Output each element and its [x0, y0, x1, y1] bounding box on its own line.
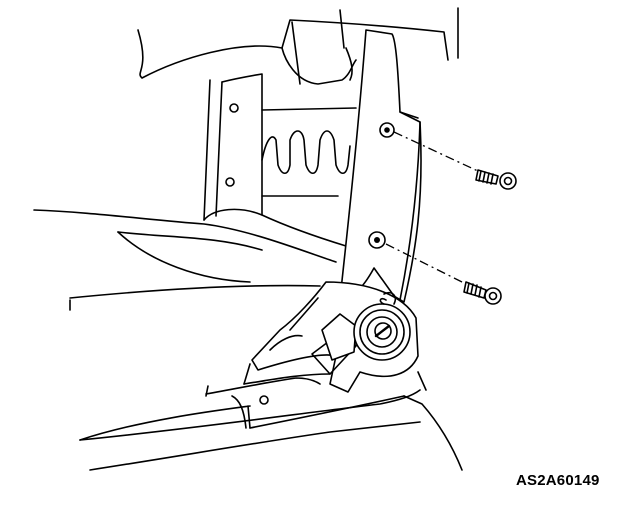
figure-code-label: AS2A60149 — [516, 472, 600, 489]
seat-back-frame — [203, 73, 357, 247]
seat-cushion — [33, 209, 337, 441]
seat-rail — [79, 371, 463, 471]
seat-back-top — [137, 7, 459, 85]
spiral-spring — [353, 291, 411, 361]
recliner-hinge-plate — [339, 29, 422, 303]
lower-bolt — [385, 243, 502, 305]
zigzag-spring — [261, 130, 351, 175]
upper-bolt — [393, 131, 517, 190]
release-lever-cable — [205, 377, 321, 429]
